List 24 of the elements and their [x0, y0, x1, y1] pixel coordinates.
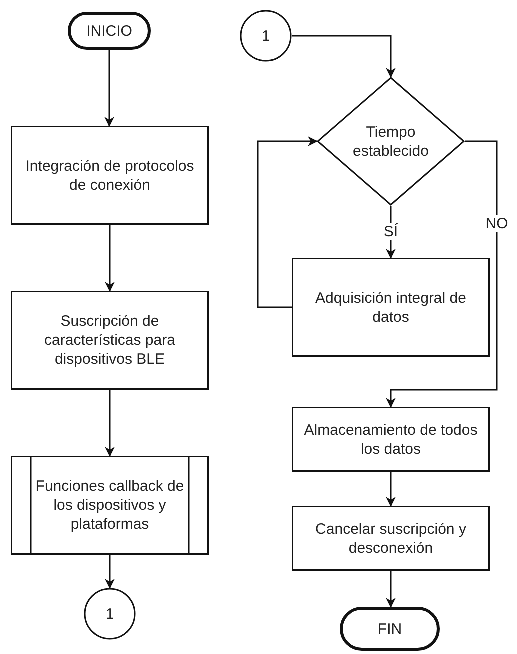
process-box [11, 291, 209, 390]
node-text: Funciones callback de los dispositivos y plataformas [35, 477, 185, 534]
node-text: 1 [262, 26, 270, 46]
process-box [292, 407, 490, 472]
terminator-shape [68, 12, 151, 50]
decision-diamond [317, 77, 465, 206]
process-box [292, 258, 490, 357]
node-text: Cancelar suscripción y desconexión [314, 520, 468, 558]
node-text: FIN [378, 620, 402, 638]
node-text: Adquisición integral de datos [314, 288, 468, 326]
subroutine-box [11, 456, 209, 555]
node-text: Almacenamiento de todos los datos [303, 420, 479, 458]
node-text: 1 [106, 604, 114, 624]
node-text: Integración de protocolos de conexión [24, 156, 196, 194]
edge-label: SÍ [382, 224, 400, 240]
node-text: Tiempo establecido [352, 122, 430, 160]
process-box [292, 506, 490, 571]
terminator-shape [340, 607, 440, 651]
node-text: Suscripción de características para dispositivos BLE [44, 312, 176, 369]
edge-label: NO [484, 216, 510, 232]
process-box [11, 126, 209, 225]
connector-circle [240, 10, 292, 62]
connector-circle [84, 588, 136, 640]
node-text: INICIO [86, 22, 132, 40]
